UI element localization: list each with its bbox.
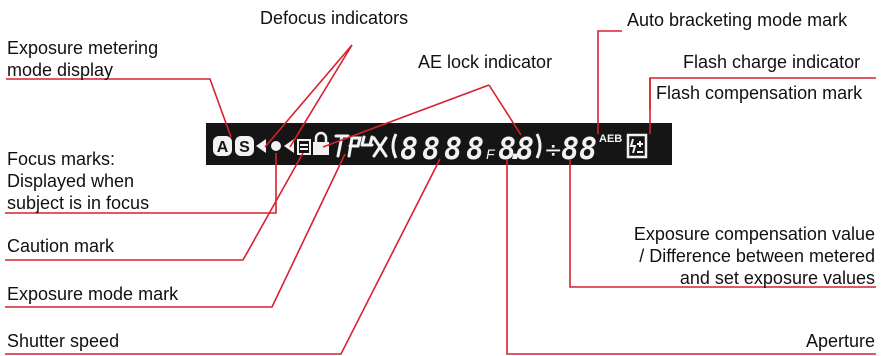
label-caution-mark: Caution mark [7, 236, 115, 256]
defocus-left-arrow-icon [256, 139, 266, 153]
metering-letter-s: S [239, 139, 250, 156]
leader-ae-lock-2 [488, 84, 522, 136]
leader-flash-comp [649, 77, 876, 110]
caution-mark-icon [297, 139, 311, 155]
aeb-mark: AEB [599, 133, 622, 145]
exposure-mode-mark [334, 134, 388, 158]
label-focus-marks: Focus marks: Displayed when subject is i… [7, 149, 150, 213]
shutter-bracket-left [391, 133, 398, 159]
exposure-comp-sign: ÷ [544, 138, 562, 163]
flash-compensation-icon [626, 133, 648, 159]
label-shutter-speed: Shutter speed [7, 331, 120, 351]
label-exposure-metering: Exposure metering mode display [7, 38, 159, 80]
metering-letter-a: A [217, 139, 229, 156]
f-number-mark: F [486, 146, 496, 162]
leader-caution [5, 152, 304, 261]
leader-auto-bracketing [597, 30, 622, 134]
metering-mode-display: A S [213, 136, 254, 156]
leader-metering [6, 78, 232, 138]
label-defocus-indicators: Defocus indicators [260, 8, 409, 28]
ae-lock-icon [313, 131, 329, 155]
label-flash-charge: Flash charge indicator [683, 52, 861, 72]
leader-exposure-mode [5, 153, 346, 308]
label-aperture: Aperture [805, 331, 875, 351]
label-ae-lock: AE lock indicator [418, 52, 553, 72]
leader-lines [5, 30, 876, 355]
viewfinder-lcd-panel [206, 123, 672, 165]
leader-focus-marks [5, 153, 277, 214]
leader-ae-lock-1 [322, 84, 490, 148]
defocus-right-arrow-icon [284, 139, 294, 153]
exposure-comp-digits: 88 [561, 132, 597, 167]
aperture-digits: 8.8 [498, 132, 534, 167]
leader-aperture [506, 160, 876, 355]
aperture-bracket-right [535, 133, 542, 159]
leader-shutter [5, 158, 441, 355]
leader-exposure-comp [569, 160, 876, 288]
label-exposure-mode: Exposure mode mark [7, 284, 179, 304]
leader-defocus-right [289, 44, 353, 148]
label-auto-bracketing: Auto bracketing mode mark [627, 10, 848, 30]
label-flash-compensation: Flash compensation mark [656, 83, 863, 103]
leader-defocus-left [264, 44, 353, 148]
label-exposure-compensation: Exposure compensation value / Difference… [633, 224, 875, 288]
focus-mark-dot-icon [271, 141, 281, 151]
